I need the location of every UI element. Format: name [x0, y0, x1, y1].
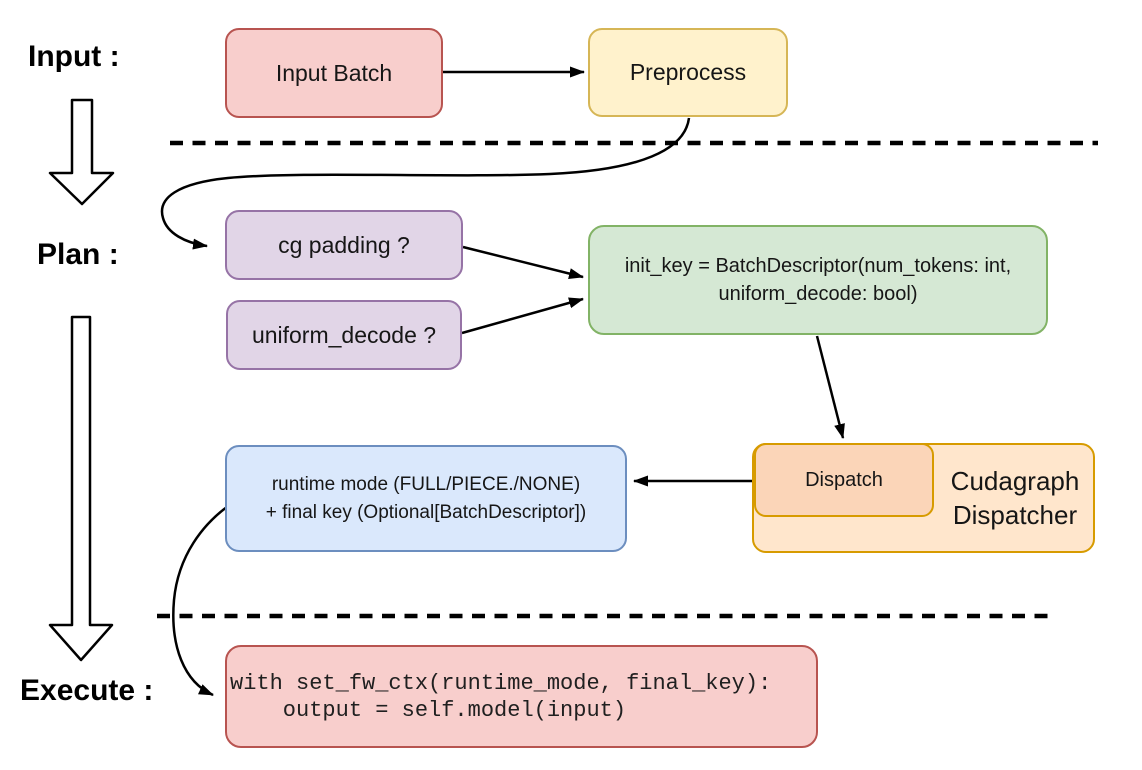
uniform-decode-label: uniform_decode ? [251, 321, 437, 348]
plan-stage-label: Plan : [37, 238, 119, 271]
init-key-line1: init_key = BatchDescriptor(num_tokens: i… [624, 255, 1012, 277]
cudagraph-dispatcher-line1: Cudagraph [950, 466, 1080, 496]
init-key-line2: uniform_decode: bool) [718, 283, 918, 305]
cudagraph-dispatcher-label: Cudagraph Dispatcher [936, 445, 1094, 551]
input-to-plan-arrow [48, 98, 115, 206]
execute-stage-label: Execute : [20, 674, 154, 707]
input-stage-label: Input : [28, 40, 120, 73]
preprocess-label: Preprocess [629, 59, 747, 86]
init-key-node: init_key = BatchDescriptor(num_tokens: i… [588, 225, 1048, 335]
uniform-decode-node: uniform_decode ? [226, 300, 462, 370]
cg-padding-node: cg padding ? [225, 210, 463, 280]
execute-code-line2: output = self.model(input) [230, 697, 627, 723]
execute-code-line1: with set_fw_ctx(runtime_mode, final_key)… [230, 670, 772, 696]
arrow-cg-padding-to-init-key [462, 245, 584, 279]
input-batch-label: Input Batch [275, 59, 393, 86]
arrow-runtime-mode-to-execute-code [172, 500, 235, 697]
arrow-preprocess-to-cg-padding [160, 117, 691, 250]
arrow-init-key-to-dispatch [815, 335, 845, 439]
runtime-mode-line2: + final key (Optional[BatchDescriptor]) [265, 501, 587, 523]
cudagraph-dispatcher-line2: Dispatcher [952, 500, 1078, 530]
arrow-uniform-decode-to-init-key [461, 297, 584, 335]
runtime-mode-node: runtime mode (FULL/PIECE./NONE) + final … [225, 445, 627, 552]
dispatch-node: Dispatch [754, 443, 934, 517]
input-batch-node: Input Batch [225, 28, 443, 118]
plan-to-execute-arrow [48, 315, 114, 662]
preprocess-node: Preprocess [588, 28, 788, 117]
cg-padding-label: cg padding ? [278, 231, 410, 258]
execute-code-node: with set_fw_ctx(runtime_mode, final_key)… [225, 645, 818, 748]
dispatch-label: Dispatch [805, 468, 883, 491]
runtime-mode-line1: runtime mode (FULL/PIECE./NONE) [271, 473, 581, 495]
